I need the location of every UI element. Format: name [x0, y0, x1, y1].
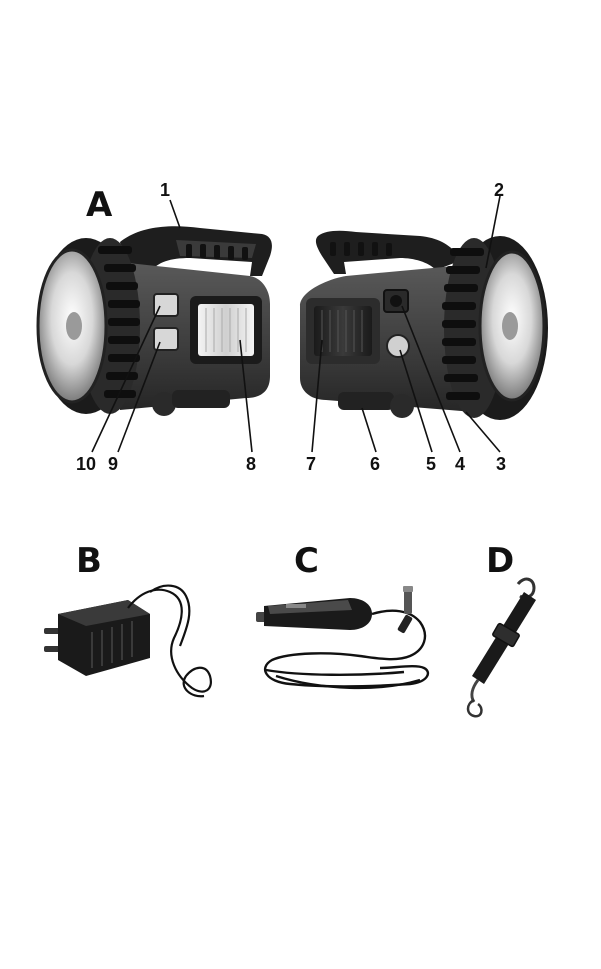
section-label-d: D	[486, 541, 514, 581]
strap-illustration	[468, 579, 536, 716]
car-charger-illustration	[256, 586, 428, 688]
callout-3: 3	[496, 454, 506, 474]
callout-10: 10	[76, 454, 96, 474]
lantern-right-illustration	[300, 231, 548, 420]
callout-1: 1	[160, 180, 170, 200]
section-label-a: A	[86, 185, 113, 225]
callout-4: 4	[455, 454, 465, 474]
callout-8: 8	[246, 454, 256, 474]
wall-charger-illustration	[44, 586, 211, 697]
callout-2: 2	[494, 180, 504, 200]
section-label-c: C	[294, 541, 319, 581]
callout-7: 7	[306, 454, 316, 474]
callout-9: 9	[108, 454, 118, 474]
callout-6: 6	[370, 454, 380, 474]
lantern-left-illustration	[38, 226, 272, 416]
section-label-b: B	[76, 541, 102, 581]
callout-5: 5	[426, 454, 436, 474]
